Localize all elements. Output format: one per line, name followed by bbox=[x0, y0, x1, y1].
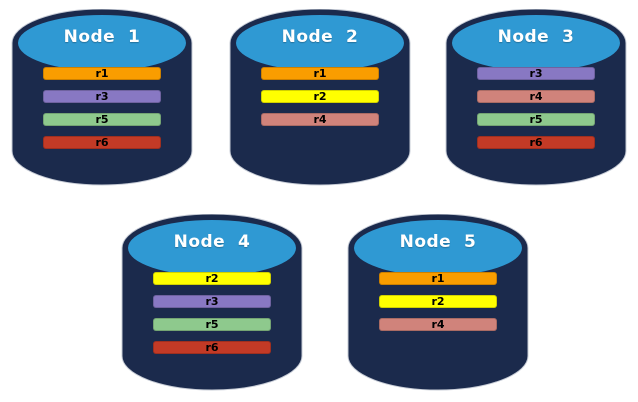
replica-bar-r1: r1 bbox=[261, 67, 379, 80]
replica-bar-r4: r4 bbox=[261, 113, 379, 126]
replica-bar-r4: r4 bbox=[477, 90, 595, 103]
node-title: Node 5 bbox=[399, 232, 477, 252]
replica-bar-r2: r2 bbox=[379, 295, 497, 308]
replica-bar-r3: r3 bbox=[153, 295, 271, 308]
node-title: Node 4 bbox=[173, 232, 251, 252]
replica-bar-r3: r3 bbox=[43, 90, 161, 103]
replica-list: r2 r3 r5 r6 bbox=[121, 272, 303, 354]
replica-bar-r6: r6 bbox=[477, 136, 595, 149]
replica-bar-r3: r3 bbox=[477, 67, 595, 80]
cylinder-cap bbox=[18, 15, 186, 71]
cylinder-cap bbox=[128, 220, 296, 276]
node-title: Node 2 bbox=[281, 27, 359, 47]
cylinder-cap bbox=[354, 220, 522, 276]
replica-bar-r2: r2 bbox=[153, 272, 271, 285]
replica-bar-r5: r5 bbox=[153, 318, 271, 331]
replica-bar-r1: r1 bbox=[379, 272, 497, 285]
replica-list: r3 r4 r5 r6 bbox=[445, 67, 627, 149]
replica-list: r1 r2 r4 bbox=[229, 67, 411, 126]
db-node-1: Node 1 r1 r3 r5 r6 bbox=[11, 9, 193, 186]
cylinder-cap bbox=[452, 15, 620, 71]
replica-bar-r6: r6 bbox=[153, 341, 271, 354]
replica-list: r1 r2 r4 bbox=[347, 272, 529, 331]
replica-bar-r2: r2 bbox=[261, 90, 379, 103]
replica-bar-r4: r4 bbox=[379, 318, 497, 331]
replica-bar-r6: r6 bbox=[43, 136, 161, 149]
db-node-2: Node 2 r1 r2 r4 bbox=[229, 9, 411, 186]
node-title: Node 1 bbox=[63, 27, 141, 47]
db-node-3: Node 3 r3 r4 r5 r6 bbox=[445, 9, 627, 186]
db-node-4: Node 4 r2 r3 r5 r6 bbox=[121, 214, 303, 391]
db-node-5: Node 5 r1 r2 r4 bbox=[347, 214, 529, 391]
replica-bar-r1: r1 bbox=[43, 67, 161, 80]
replica-bar-r5: r5 bbox=[477, 113, 595, 126]
replica-list: r1 r3 r5 r6 bbox=[11, 67, 193, 149]
replica-bar-r5: r5 bbox=[43, 113, 161, 126]
cylinder-cap bbox=[236, 15, 404, 71]
node-title: Node 3 bbox=[497, 27, 575, 47]
